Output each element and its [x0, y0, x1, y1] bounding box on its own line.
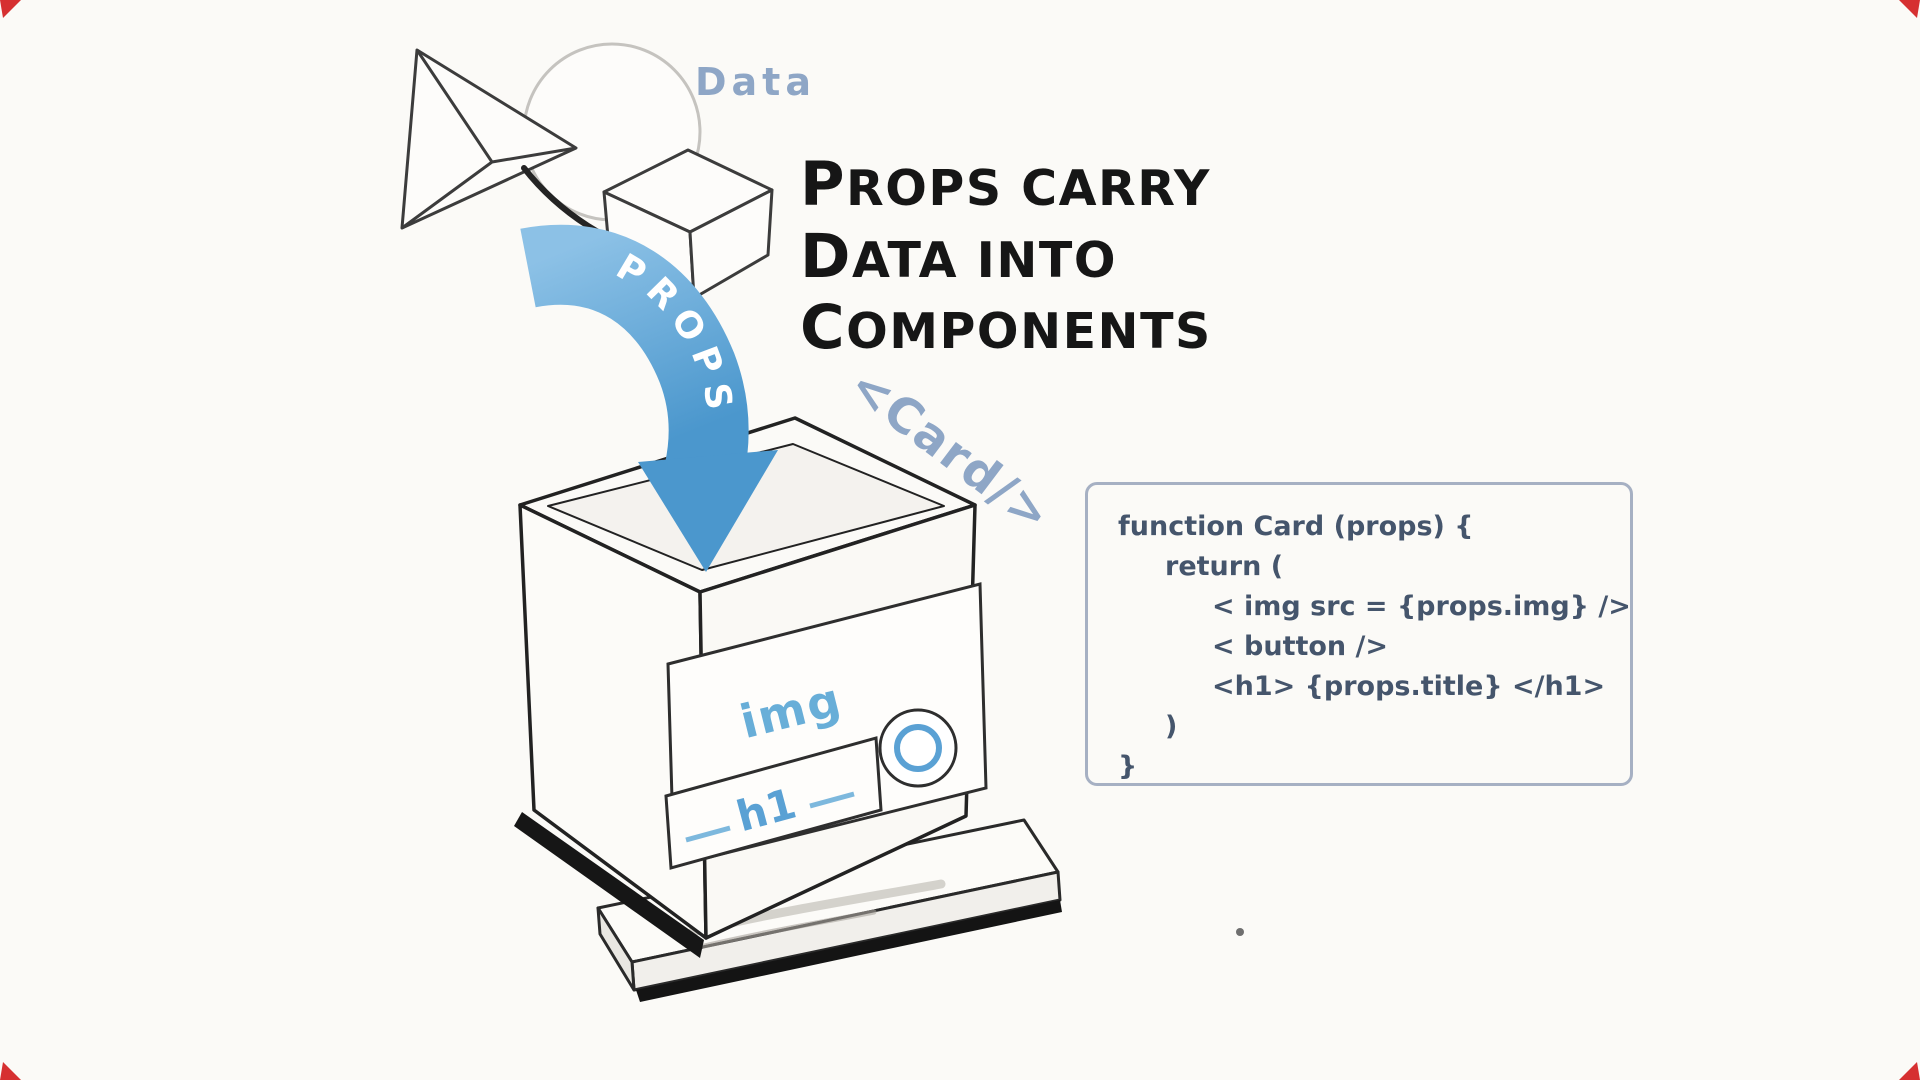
code-line-2: return (	[1118, 551, 1284, 582]
pyramid-inner-edges	[401, 49, 577, 230]
base-smudge-2	[701, 909, 877, 949]
card-button-ring	[894, 724, 942, 772]
headline-line-1: PROPS CARRY	[800, 150, 1211, 220]
cube-right-face	[688, 188, 774, 300]
code-line-1: function Card (props) {	[1118, 511, 1474, 542]
corner-marker-top-right	[1899, 0, 1920, 21]
h1-bar-face	[664, 736, 883, 870]
base-left	[596, 906, 636, 992]
corner-marker-top-left	[0, 0, 21, 21]
code-line-4: < button />	[1118, 631, 1389, 662]
headline: PROPS CARRY DATA INTO COMPONENTS	[800, 150, 1212, 365]
props-arrow-head	[638, 450, 778, 572]
stray-dot	[1236, 928, 1244, 936]
data-label: Data	[695, 60, 816, 104]
base-shadow	[636, 900, 1062, 1002]
data-pyramid-icon	[400, 48, 578, 230]
corner-marker-bottom-right	[1899, 1059, 1920, 1080]
corner-marker-bottom-left	[0, 1059, 21, 1080]
code-snippet-panel: function Card (props) { return ( < img s…	[1085, 482, 1633, 786]
props-arrow-band	[520, 224, 749, 481]
headline-line-3: COMPONENTS	[800, 293, 1212, 364]
box-shadow	[514, 812, 704, 958]
h1-dash-right	[809, 791, 855, 809]
card-button-icon	[878, 708, 958, 788]
card-h1-bar: h1	[664, 736, 883, 870]
h1-dash-left	[685, 825, 731, 843]
headline-line-2: DATA INTO	[800, 221, 1117, 292]
code-line-3: < img src = {props.img} />	[1118, 591, 1631, 622]
code-line-6: )	[1118, 711, 1178, 742]
code-line-7: }	[1118, 751, 1138, 782]
code-line-5: <h1> {props.title} </h1>	[1118, 671, 1606, 702]
